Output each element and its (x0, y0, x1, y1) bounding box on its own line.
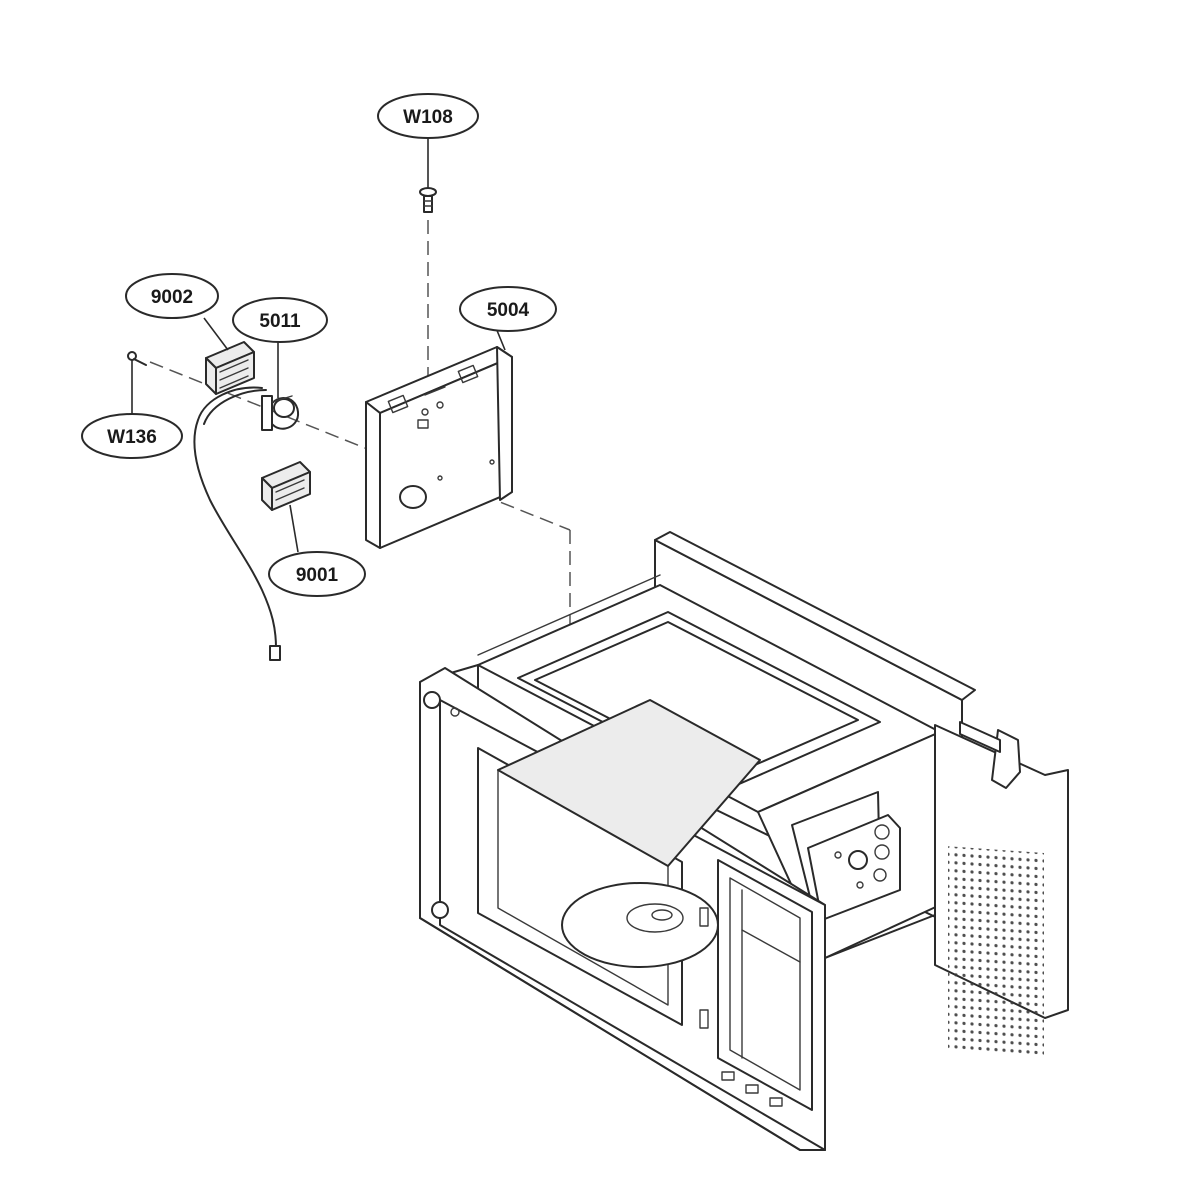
thermostat-5011 (261, 395, 300, 431)
wire-harness (193, 386, 281, 661)
switch-9002 (205, 341, 255, 395)
screw-w136 (127, 351, 147, 366)
callout-9001: 9001 (268, 551, 366, 597)
callout-w136: W136 (81, 413, 183, 459)
callout-label-w136: W136 (107, 427, 157, 448)
bracket-5004 (365, 346, 513, 549)
callout-w108: W108 (377, 93, 479, 139)
callout-5011: 5011 (232, 297, 328, 343)
callout-5004: 5004 (459, 286, 557, 332)
callout-label-9001: 9001 (296, 565, 339, 586)
callout-label-w108: W108 (403, 107, 453, 128)
leader-lines (131, 138, 506, 553)
microwave-cavity (419, 531, 1069, 1151)
callout-label-5011: 5011 (259, 311, 301, 332)
screw-w108 (419, 187, 437, 213)
callout-label-5004: 5004 (487, 300, 530, 321)
switch-9001 (261, 461, 311, 511)
callout-9002: 9002 (125, 273, 219, 319)
callout-label-9002: 9002 (151, 287, 193, 308)
